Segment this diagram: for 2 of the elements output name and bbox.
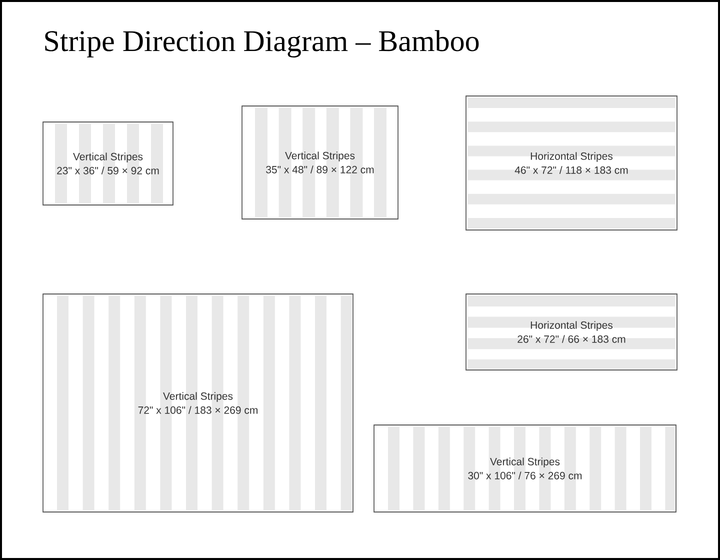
striped-box: Vertical Stripes 23" x 36" / 59 × 92 cm	[42, 122, 174, 206]
title: Stripe Direction Diagram – Bamboo	[45, 30, 479, 58]
